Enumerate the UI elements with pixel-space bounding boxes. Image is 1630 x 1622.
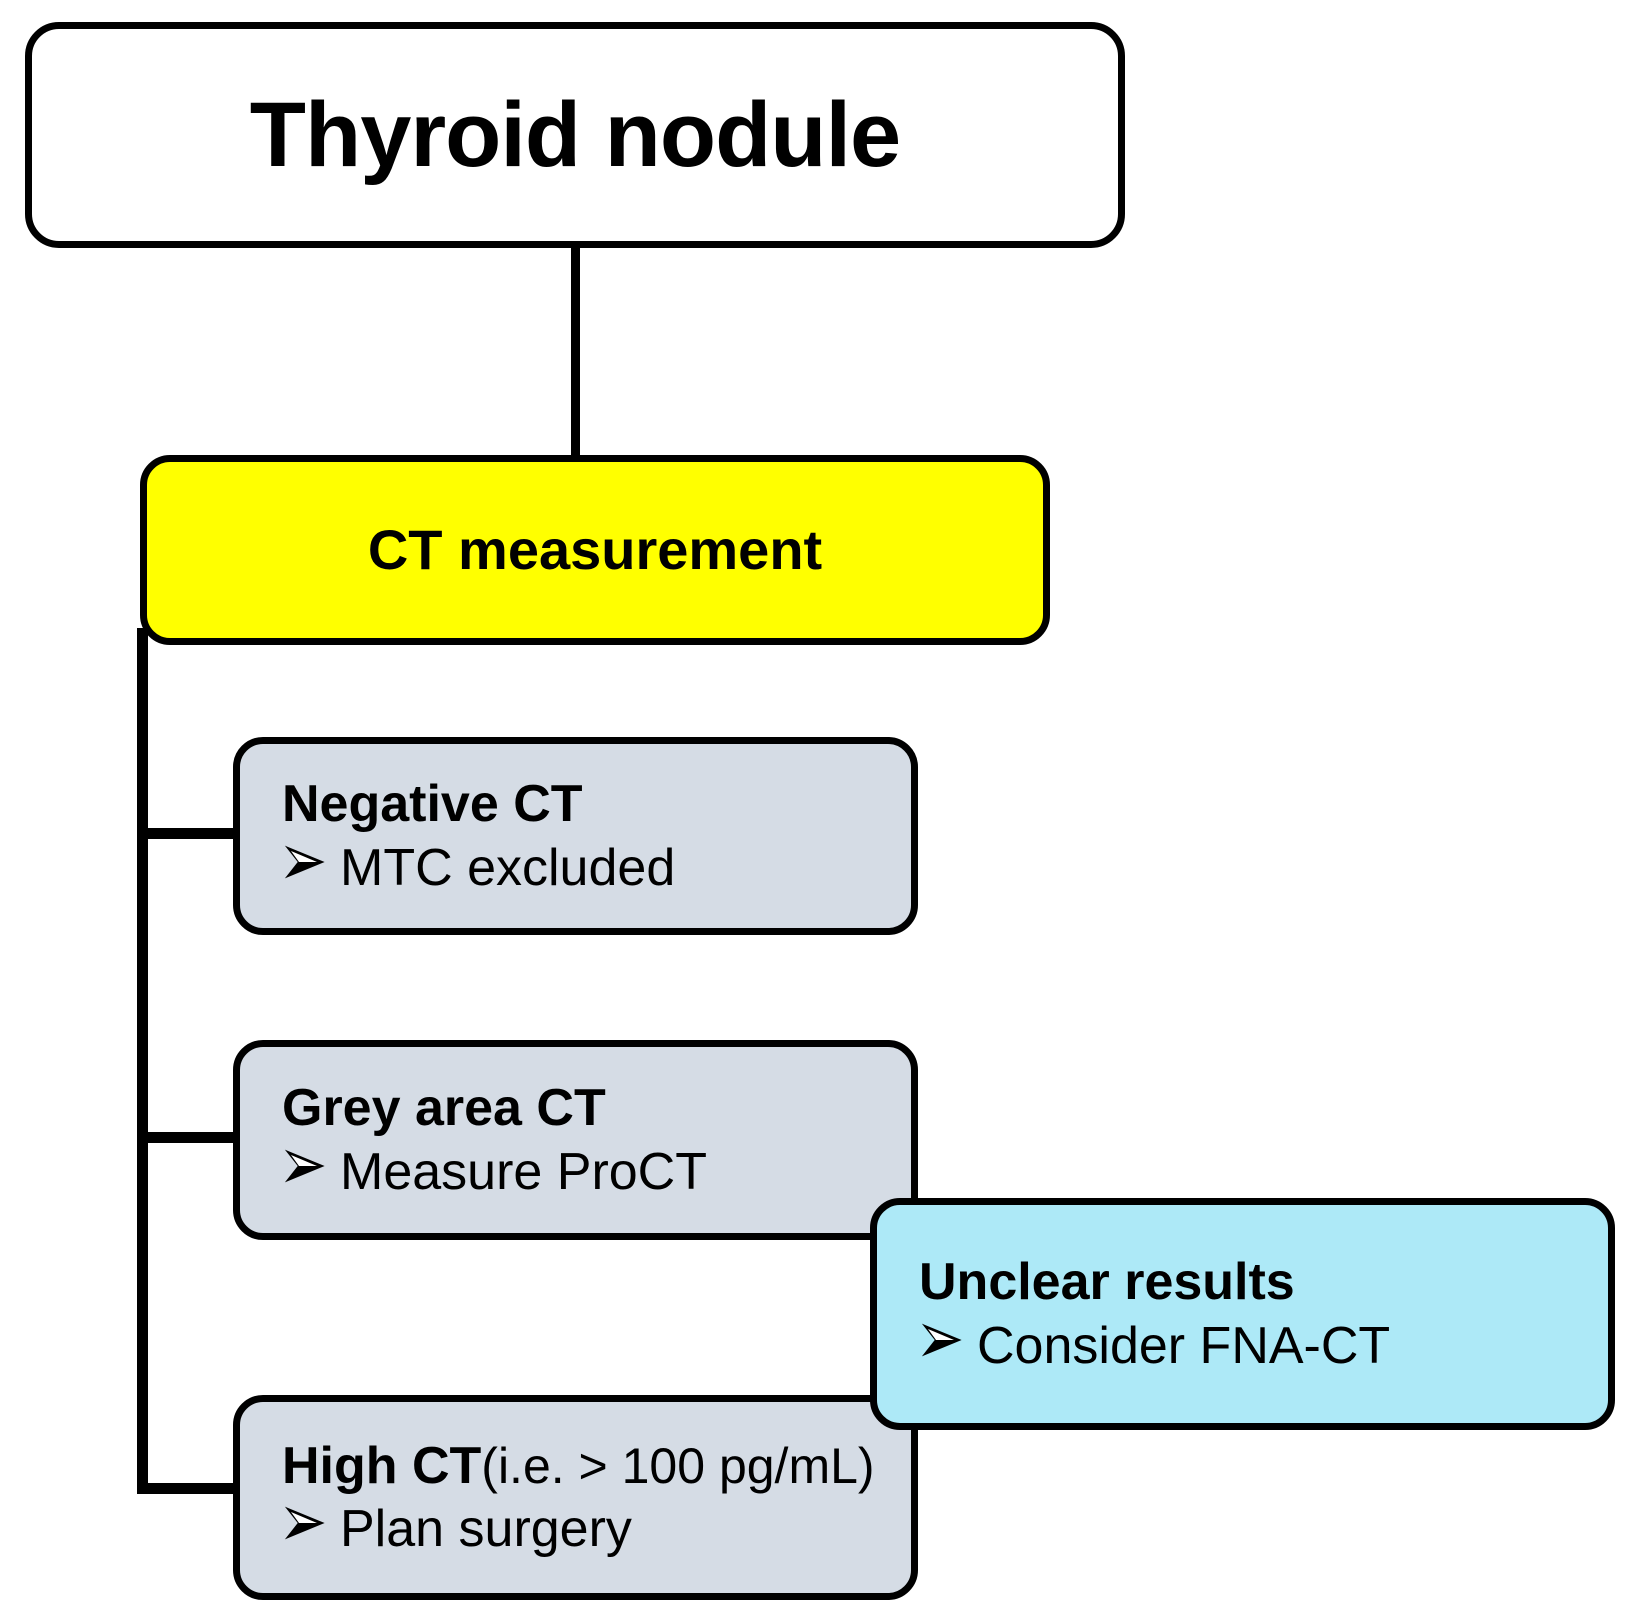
node-high-ct-bullet-row: Plan surgery (282, 1500, 911, 1557)
arrowhead-bullet-icon (282, 839, 340, 885)
arrowhead-bullet-icon (282, 1143, 340, 1189)
node-unclear-results-bullet-row: Consider FNA-CT (919, 1317, 1608, 1374)
node-negative-ct-heading: Negative CT (282, 775, 583, 834)
node-high-ct-heading: High CT(i.e. > 100 pg/mL) (282, 1436, 875, 1495)
node-grey-area-ct-bullet-row: Measure ProCT (282, 1143, 911, 1200)
node-unclear-results-bullet-text: Consider FNA-CT (977, 1316, 1391, 1375)
node-high-ct-bullet-text: Plan surgery (340, 1500, 632, 1558)
arrowhead-bullet-icon (919, 1317, 977, 1363)
node-grey-area-ct-heading: Grey area CT (282, 1079, 606, 1138)
node-grey-area-ct-bullet-text: Measure ProCT (340, 1142, 707, 1201)
connector-branch-high (137, 1483, 247, 1494)
node-ct-measurement[interactable]: CT measurement (140, 455, 1050, 645)
arrowhead-bullet-icon (282, 1500, 340, 1546)
connector-branch-negative (137, 828, 247, 839)
connector-trunk-vertical (137, 628, 148, 1494)
node-unclear-results[interactable]: Unclear results Consider FNA-CT (870, 1198, 1615, 1430)
node-thyroid-nodule-label: Thyroid nodule (249, 84, 901, 186)
node-grey-area-ct[interactable]: Grey area CT Measure ProCT (233, 1040, 918, 1240)
node-unclear-results-heading: Unclear results (919, 1253, 1295, 1312)
node-negative-ct[interactable]: Negative CT MTC excluded (233, 737, 918, 935)
node-negative-ct-bullet-text: MTC excluded (340, 838, 676, 897)
connector-branch-grey-area (137, 1132, 247, 1143)
node-negative-ct-bullet-row: MTC excluded (282, 839, 911, 896)
node-ct-measurement-label: CT measurement (367, 518, 823, 581)
node-high-ct[interactable]: High CT(i.e. > 100 pg/mL) Plan surgery (233, 1395, 918, 1600)
node-high-ct-qualifier: (i.e. > 100 pg/mL) (481, 1437, 875, 1494)
node-thyroid-nodule[interactable]: Thyroid nodule (25, 22, 1125, 248)
connector-root-to-decision (571, 243, 580, 465)
